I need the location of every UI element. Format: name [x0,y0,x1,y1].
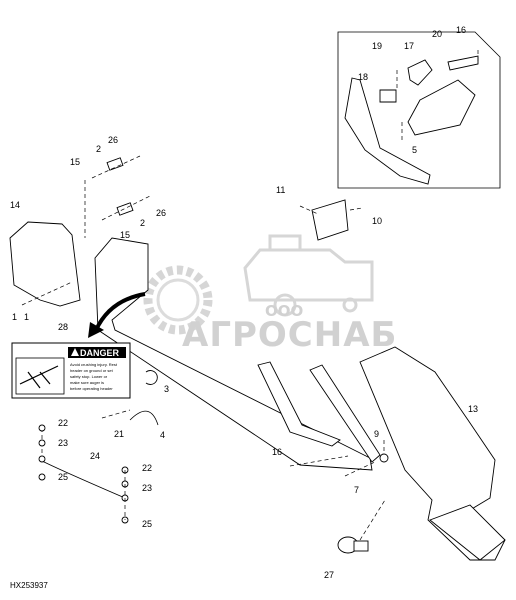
callout-2b: 2 [140,218,145,228]
callout-9: 9 [374,429,379,439]
danger-decal-28: DANGER Avoid crushing injury. Rest heade… [11,342,131,399]
callout-3: 3 [164,384,169,394]
callout-20: 20 [432,29,442,39]
watermark-line2: АГРОСНАБ [182,315,397,355]
decal-pictogram [15,357,65,395]
callout-24: 24 [90,451,100,461]
shield-part-14 [9,221,81,307]
main-panel [94,237,373,471]
callout-1a: 1 [12,312,17,322]
inset-clip-18 [379,89,397,103]
callout-23b: 23 [142,483,152,493]
callout-26a: 26 [108,135,118,145]
knob-part-27 [337,499,386,554]
leader-shield-bolt [21,281,73,306]
callout-23a: 23 [58,438,68,448]
callout-25b: 25 [142,519,152,529]
callout-5: 5 [412,145,417,155]
callout-22a: 22 [58,418,68,428]
watermark-combine-icon [243,234,374,317]
callout-14: 14 [10,200,20,210]
callout-16a: 16 [456,25,466,35]
duct-outlet [429,504,506,561]
decal-heading: DANGER [80,348,120,358]
watermark-line1: ООО [265,302,303,320]
inset-frame [337,31,501,189]
callout-27: 27 [324,570,334,580]
callout-18: 18 [358,72,368,82]
callout-26b: 26 [156,208,166,218]
callout-7: 7 [354,485,359,495]
callout-28: 28 [58,322,68,332]
bracket-part-11 [311,199,349,241]
callout-16b: 16 [272,447,282,457]
callout-10: 10 [372,216,382,226]
callout-19: 19 [372,41,382,51]
watermark-gear-icon [143,265,213,335]
watermark-logo: ООО АГРОСНАБ [143,234,397,355]
decal-line-2: header on ground or set [70,368,114,373]
callout-25a: 25 [58,472,68,482]
warning-triangle-icon [71,348,79,356]
callout-15b: 15 [120,230,130,240]
decal-line-5: before operating header [70,386,113,391]
clip-part-3 [145,370,158,385]
nut-part-9 [379,453,389,463]
arrow-head-icon [88,322,104,338]
decal-line-3: safety stop. Lower or [70,374,108,379]
trim-piece-right [309,364,381,463]
inset-detail [337,31,501,189]
figure-code: HX253937 [10,581,48,590]
trim-piece-center [257,361,341,447]
wire-24 [39,459,126,499]
arrow-indicator [94,292,146,331]
callout-13: 13 [468,404,478,414]
callout-22b: 22 [142,463,152,473]
spacer-hardware-upper [84,155,151,238]
inset-clip-17 [407,59,433,86]
callout-2a: 2 [96,144,101,154]
lower-hardware [38,370,159,524]
callout-4: 4 [160,430,165,440]
callout-17: 17 [404,41,414,51]
callout-1b: 1 [24,312,29,322]
inset-strap-20 [447,55,479,71]
inset-shield [344,77,431,185]
callout-21: 21 [114,429,124,439]
callout-15a: 15 [70,157,80,167]
callout-11: 11 [276,185,285,195]
pin-part-4 [129,410,159,426]
decal-line-4: make sure auger is [70,380,104,385]
inset-bracket-part [407,79,476,136]
decal-line-1: Avoid crushing injury. Rest [70,362,118,367]
